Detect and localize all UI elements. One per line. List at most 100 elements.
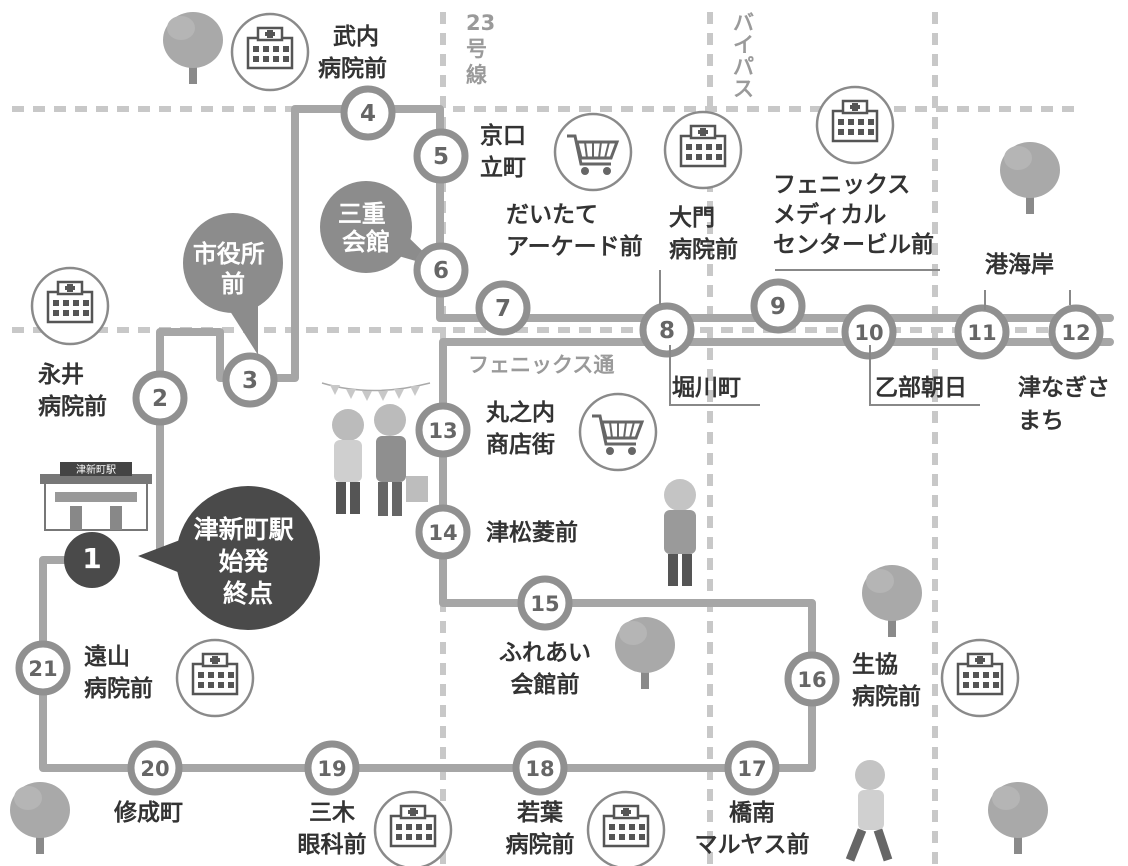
bus-stop-circle (127, 740, 183, 796)
bus-stop-number: 15 (530, 592, 559, 616)
bus-stop-circle (415, 504, 471, 560)
stop-label-11: 港海岸 (985, 251, 1054, 278)
bus-stop-18: 18 (512, 740, 568, 796)
bus-stop-number: 17 (737, 757, 766, 781)
bus-stop-number: 11 (967, 321, 996, 345)
stop-label-5: 京口立町 (480, 122, 526, 181)
stop-label-20: 修成町 (113, 799, 183, 826)
tree-icon (860, 563, 924, 639)
bus-stop-circle (15, 640, 71, 696)
bus-stop-circle (413, 128, 469, 184)
bus-stop-7: 7 (475, 280, 531, 336)
bus-stop-number: 14 (428, 521, 457, 545)
bus-stop-circle (1048, 304, 1104, 360)
bus-stop-number: 3 (242, 368, 258, 394)
horikawa-label: 堀川町 (672, 375, 741, 401)
walking-man-illustration (845, 760, 893, 862)
shopping-cart-icon (553, 112, 633, 192)
bus-stop-16: 16 (784, 651, 840, 707)
tree-icon (986, 780, 1050, 856)
stop-label-7: だいたてアーケード前 (506, 202, 643, 260)
bus-stop-circle (784, 651, 840, 707)
bus-stop-20: 20 (127, 740, 183, 796)
city-hall-bubble: 市役所 前 (183, 213, 283, 355)
station-sign: 津新町駅 (76, 463, 116, 476)
bus-stop-17: 17 (724, 740, 780, 796)
stop-label-8: 大門病院前 (669, 205, 738, 263)
bus-stop-number: 8 (659, 318, 675, 344)
hospital-icon (230, 12, 310, 92)
bus-stop-number: 16 (797, 668, 826, 692)
bus-stop-circle (415, 402, 471, 458)
bus-stop-1: 1 (64, 532, 120, 588)
tree-icon (8, 780, 72, 856)
bus-stop-19: 19 (304, 740, 360, 796)
hospital-icon (373, 790, 453, 866)
hospital-icon (940, 638, 1020, 718)
bus-stop-number: 4 (360, 101, 376, 127)
tree-icon (161, 10, 225, 86)
bus-stop-number: 18 (525, 757, 554, 781)
route23-label: 23 号 線 (466, 11, 503, 87)
bus-stop-5: 5 (413, 128, 469, 184)
bus-stop-11: 11 (954, 304, 1010, 360)
bus-stop-2: 2 (132, 370, 188, 426)
stop-label-9: フェニックスメディカルセンタービル前 (773, 172, 934, 258)
bus-stop-number: 1 (82, 542, 101, 575)
bus-stop-number: 2 (152, 386, 168, 412)
stop-label-16: 生協病院前 (852, 652, 921, 710)
bus-stop-circle (724, 740, 780, 796)
hospital-icon (30, 266, 110, 346)
stop-label-21: 遠山病院前 (84, 643, 153, 702)
bus-stop-circle (517, 575, 573, 631)
bus-stop-circle (132, 370, 188, 426)
bus-stop-8: 8 (639, 302, 695, 358)
stop-labels: 永井病院前 武内病院前 京口立町 だいたてアーケード前 大門病院前 フェニックス… (38, 24, 1110, 858)
svg-text:市役所 前: 市役所 前 (193, 240, 273, 298)
bus-stop-circle (954, 304, 1010, 360)
bypass-label: バ イ パ ス (733, 11, 761, 101)
bus-stop-13: 13 (415, 402, 471, 458)
bus-stop-circle (222, 352, 278, 408)
bunting-decoration (321, 382, 431, 401)
bus-stop-circle (475, 280, 531, 336)
stop-label-19: 三木眼科前 (298, 800, 367, 858)
stop-label-15: ふれあい会館前 (499, 640, 591, 698)
stop-label-13: 丸之内商店街 (485, 399, 555, 458)
bus-route-line (39, 105, 1114, 772)
bus-stop-15: 15 (517, 575, 573, 631)
shopping-cart-icon (578, 392, 658, 472)
tree-icon (613, 615, 677, 691)
bus-stop-21: 21 (15, 640, 71, 696)
svg-text:津新町駅 始発 終点: 津新町駅 始発 終点 (194, 515, 303, 608)
bus-stop-circle (639, 302, 695, 358)
bus-stop-number: 12 (1061, 321, 1090, 345)
bus-stop-circle (413, 242, 469, 298)
bus-stop-6: 6 (413, 242, 469, 298)
bus-stop-circle (512, 740, 568, 796)
bus-stop-circle (304, 740, 360, 796)
bus-stop-number: 6 (433, 258, 449, 284)
elderly-couple-illustration (332, 404, 428, 516)
label-leader-lines (659, 269, 1071, 406)
bus-stop-number: 21 (28, 657, 57, 681)
stop-label-4: 武内病院前 (318, 24, 387, 82)
bus-stop-number: 19 (317, 757, 346, 781)
bus-stop-4: 4 (340, 85, 396, 141)
stop-label-18: 若葉病院前 (506, 800, 575, 858)
bus-stop-number: 13 (428, 419, 457, 443)
bus-stop-12: 12 (1048, 304, 1104, 360)
stop-label-14: 津松菱前 (486, 519, 578, 546)
hospital-icon (175, 638, 255, 718)
mie-kaikan-bubble: 三重 会館 (320, 181, 440, 273)
bus-stop-number: 7 (495, 296, 511, 322)
stop-label-17: 橋南マルヤス前 (695, 800, 810, 858)
elderly-man-illustration (664, 479, 696, 586)
bus-stop-number: 10 (854, 321, 883, 345)
bus-stop-circle (64, 532, 120, 588)
bus-stop-number: 20 (140, 757, 169, 781)
bus-stop-number: 5 (433, 144, 449, 170)
terminal-bubble: 津新町駅 始発 終点 (138, 486, 320, 630)
